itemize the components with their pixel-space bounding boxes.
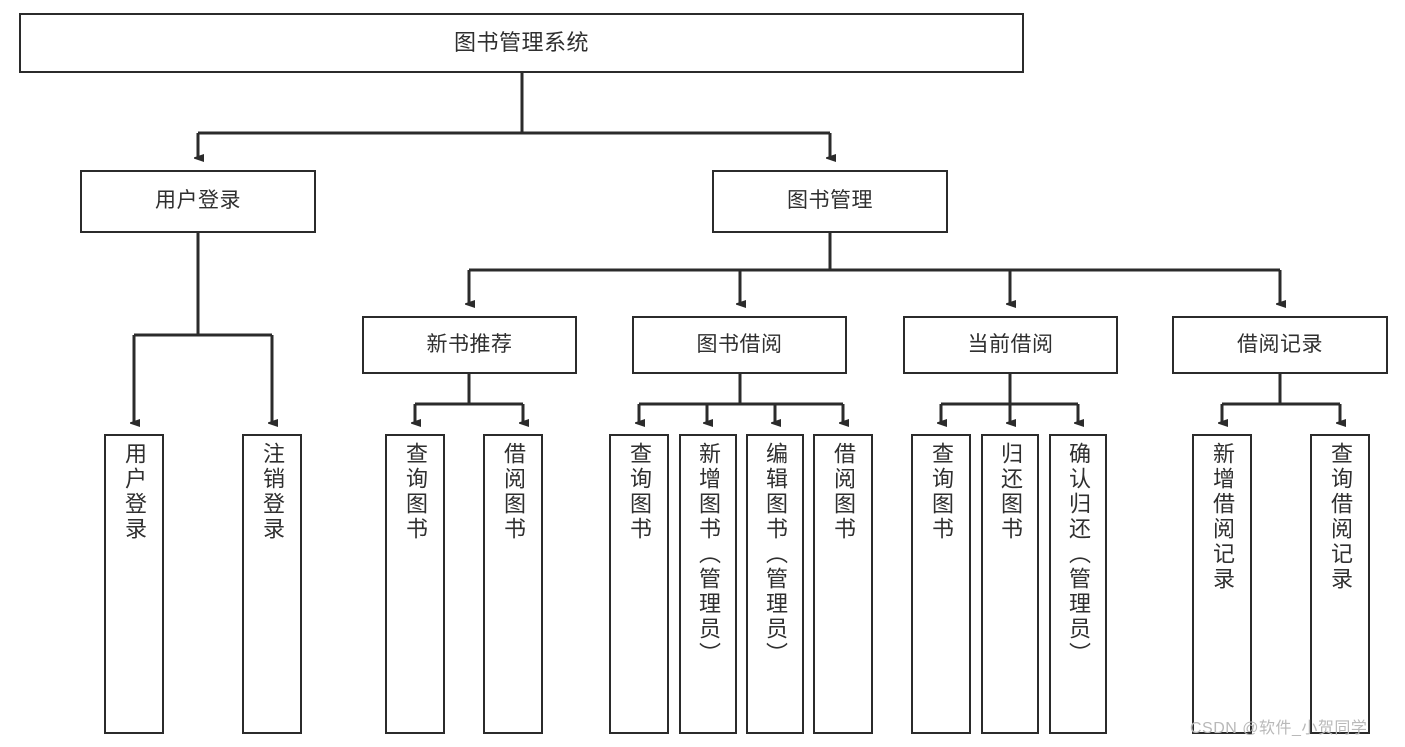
node-label: 查询图书 <box>403 442 428 542</box>
node-label: 用户登录 <box>155 189 241 213</box>
leaf-current-query-book[interactable]: 查询图书 <box>911 434 971 734</box>
node-label: 编辑图书（管理员） <box>763 442 788 667</box>
node-current-borrow[interactable]: 当前借阅 <box>903 316 1118 374</box>
node-label: 图书借阅 <box>696 332 783 356</box>
node-user-login[interactable]: 用户登录 <box>80 170 316 233</box>
node-label: 查询图书 <box>627 442 652 542</box>
leaf-current-return-book[interactable]: 归还图书 <box>981 434 1039 734</box>
node-book-borrow[interactable]: 图书借阅 <box>632 316 847 374</box>
node-label: 借阅记录 <box>1237 332 1323 356</box>
node-label: 借阅图书 <box>831 442 856 542</box>
leaf-borrow-add-book[interactable]: 新增图书（管理员） <box>679 434 737 734</box>
node-borrow-record[interactable]: 借阅记录 <box>1172 316 1388 374</box>
leaf-current-confirm-return[interactable]: 确认归还（管理员） <box>1049 434 1107 734</box>
leaf-borrow-edit-book[interactable]: 编辑图书（管理员） <box>746 434 804 734</box>
node-new-book-recommend[interactable]: 新书推荐 <box>362 316 577 374</box>
leaf-new-book-query[interactable]: 查询图书 <box>385 434 445 734</box>
node-label: 查询借阅记录 <box>1328 442 1353 592</box>
node-label: 注销登录 <box>260 442 285 542</box>
node-label: 新增借阅记录 <box>1210 442 1235 592</box>
node-book-management[interactable]: 图书管理 <box>712 170 948 233</box>
node-label: 图书管理 <box>787 189 873 213</box>
leaf-new-book-borrow[interactable]: 借阅图书 <box>483 434 543 734</box>
node-label: 查询图书 <box>929 442 954 542</box>
node-label: 借阅图书 <box>501 442 526 542</box>
leaf-user-login-logout[interactable]: 注销登录 <box>242 434 302 734</box>
leaf-user-login-login[interactable]: 用户登录 <box>104 434 164 734</box>
node-root-system[interactable]: 图书管理系统 <box>19 13 1024 73</box>
leaf-record-add-record[interactable]: 新增借阅记录 <box>1192 434 1252 734</box>
leaf-borrow-borrow-book[interactable]: 借阅图书 <box>813 434 873 734</box>
node-label: 图书管理系统 <box>453 30 589 56</box>
node-label: 确认归还（管理员） <box>1066 442 1091 667</box>
node-label: 当前借阅 <box>967 332 1054 356</box>
node-label: 新书推荐 <box>426 332 513 356</box>
node-label: 归还图书 <box>998 442 1023 542</box>
leaf-record-query-record[interactable]: 查询借阅记录 <box>1310 434 1370 734</box>
node-label: 新增图书（管理员） <box>696 442 721 667</box>
leaf-borrow-query-book[interactable]: 查询图书 <box>609 434 669 734</box>
watermark-text: CSDN @软件_小贺同学 <box>1190 720 1368 737</box>
node-label: 用户登录 <box>122 442 147 542</box>
